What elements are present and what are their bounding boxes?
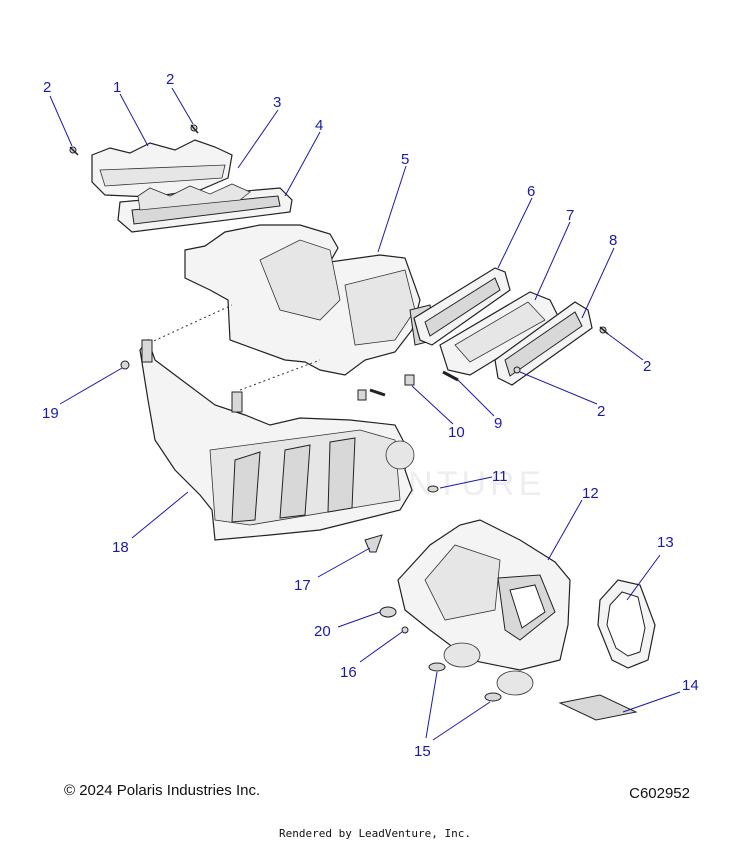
part-12-lower-airbox <box>397 519 571 696</box>
callout-19: 19 <box>42 405 59 422</box>
callout-2: 2 <box>166 71 174 88</box>
callout-11: 11 <box>492 468 508 485</box>
callout-12: 12 <box>582 485 599 502</box>
callout-15: 15 <box>414 743 431 760</box>
part-1-intake-cover <box>91 139 233 198</box>
bolt-2b <box>190 124 199 134</box>
diagram-part-code: C602952 <box>629 785 690 802</box>
callout-16: 16 <box>340 664 357 681</box>
copyright-text: © 2024 Polaris Industries Inc. <box>64 782 261 799</box>
bolt-19 <box>120 360 130 370</box>
part-4-grille-frame <box>117 183 293 233</box>
part-14-label-pad <box>558 694 638 721</box>
part-6-filter-frame <box>413 267 511 346</box>
alignment-line-b <box>239 359 321 391</box>
part-8-filter-seal <box>494 301 593 386</box>
part-13-gasket <box>597 579 656 669</box>
alignment-line-a <box>144 304 233 346</box>
screw-9 <box>442 370 459 382</box>
callout-18: 18 <box>112 539 129 556</box>
callout-2: 2 <box>43 79 51 96</box>
callout-9: 9 <box>494 415 502 432</box>
bolt-2a <box>69 146 79 156</box>
callout-13: 13 <box>657 534 674 551</box>
part-18-lower-intake-duct <box>139 338 415 541</box>
rendered-by-text: Rendered by LeadVenture, Inc. <box>278 827 472 840</box>
callout-3: 3 <box>273 94 281 111</box>
grommet-17 <box>364 534 383 553</box>
callout-4: 4 <box>315 117 323 134</box>
callout-17: 17 <box>294 577 311 594</box>
callout-5: 5 <box>401 151 409 168</box>
fastener-16 <box>401 626 409 634</box>
clip-10 <box>357 374 415 401</box>
fastener-20 <box>379 606 397 618</box>
bolt-11 <box>427 485 439 493</box>
part-15-hose-clamps <box>428 662 502 702</box>
callout-2: 2 <box>643 358 651 375</box>
leader-lines <box>49 87 681 741</box>
bolt-2d <box>513 366 521 374</box>
callout-8: 8 <box>609 232 617 249</box>
callout-20: 20 <box>314 623 331 640</box>
callout-7: 7 <box>566 207 574 224</box>
part-5-upper-housing <box>184 224 436 376</box>
bolt-2c <box>599 326 609 335</box>
callout-1: 1 <box>113 79 121 96</box>
callout-2: 2 <box>597 403 605 420</box>
callout-labels: 2 1 2 3 4 5 6 7 8 2 2 9 10 19 11 12 13 1… <box>42 71 699 760</box>
callout-14: 14 <box>682 677 699 694</box>
callout-10: 10 <box>448 424 465 441</box>
callout-6: 6 <box>527 183 535 200</box>
